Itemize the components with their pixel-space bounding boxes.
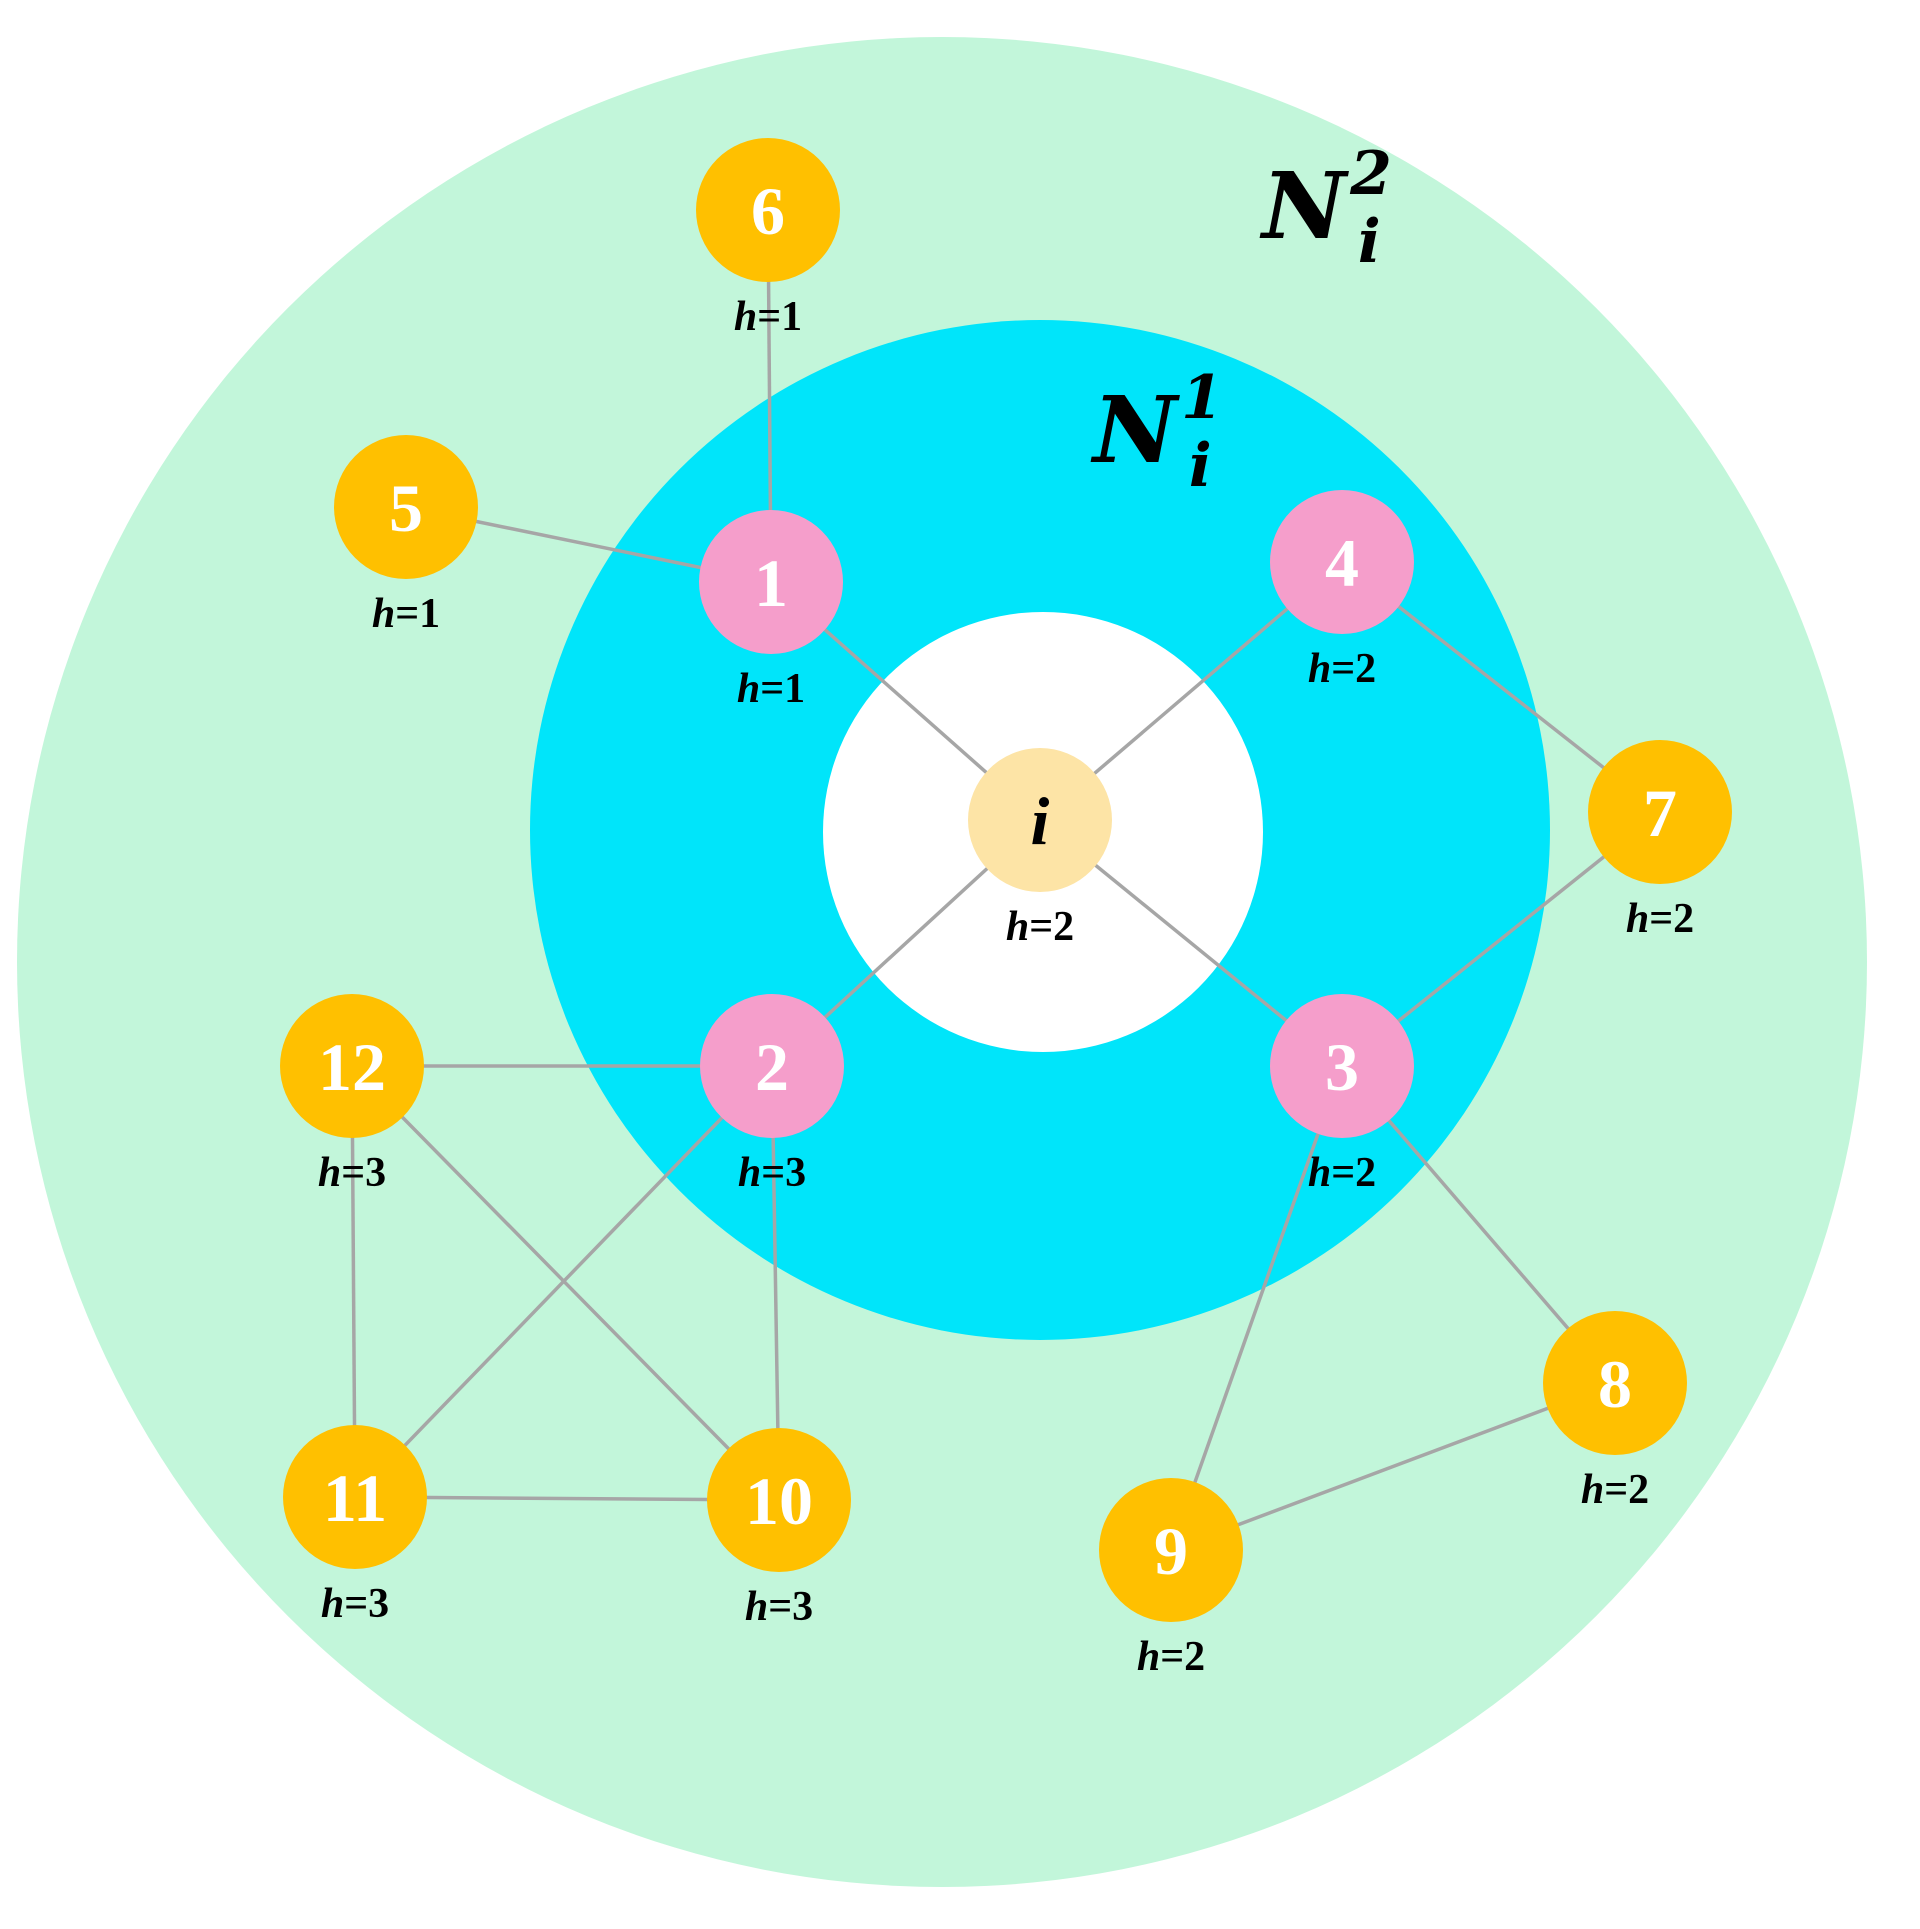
node-6-h-label: h=1 [734,294,802,340]
node-7-circle [1588,740,1732,884]
edge-2-10 [770,1065,781,1501]
node-1: 1 h=1 [699,510,843,712]
node-11: 11 h=3 [283,1425,427,1627]
node-4-h-label: h=2 [1308,646,1376,692]
node-5-circle [334,435,478,579]
inner-ring-label-sub: i [1189,431,1212,501]
node-6-label: 6 [751,173,785,249]
nodes: i h=2 1 h=1 2 h=3 3 h=2 4 h=2 5 h=1 6 h=1 7 h=2 8 h=2 9 h=2… [280,138,1732,1680]
node-6: 6 h=1 [696,138,840,340]
node-7-h-label: h=2 [1626,896,1694,942]
node-12-circle [280,994,424,1138]
node-9: 9 h=2 [1099,1478,1243,1680]
node-11-circle [283,1425,427,1569]
node-3-circle [1270,994,1414,1138]
node-8: 8 h=2 [1543,1311,1687,1513]
node-8-label: 8 [1598,1346,1632,1422]
edge-8-9 [1170,1381,1616,1552]
node-6-circle [696,138,840,282]
node-12-h-label: h=3 [318,1150,386,1196]
node-9-circle [1099,1478,1243,1622]
node-2-h-label: h=3 [738,1150,806,1196]
node-2-label: 2 [755,1029,789,1105]
node-8-h-label: h=2 [1581,1467,1649,1513]
node-4-label: 4 [1325,525,1359,601]
node-2-circle [700,994,844,1138]
node-7-label: 7 [1643,775,1677,851]
node-4: 4 h=2 [1270,490,1414,692]
node-10: 10 h=3 [707,1428,851,1630]
node-11-label: 11 [323,1460,387,1536]
node-5-label: 5 [389,470,423,546]
node-8-circle [1543,1311,1687,1455]
node-i-circle [968,748,1112,892]
node-7: 7 h=2 [1588,740,1732,942]
node-1-h-label: h=1 [737,666,805,712]
inner-ring-label-sup: 1 [1181,363,1223,433]
node-i-h-label: h=2 [1006,904,1074,950]
node-10-circle [707,1428,851,1572]
outer-ring-label-sub: i [1358,207,1381,277]
node-2: 2 h=3 [700,994,844,1196]
node-9-h-label: h=2 [1137,1634,1205,1680]
node-10-label: 10 [745,1463,813,1539]
node-5-h-label: h=1 [372,591,440,637]
node-9-label: 9 [1154,1513,1188,1589]
node-4-circle [1270,490,1414,634]
node-i: i h=2 [968,748,1112,950]
edge-3-9 [1169,1065,1344,1551]
node-3-h-label: h=2 [1308,1150,1376,1196]
node-10-h-label: h=3 [745,1584,813,1630]
node-3: 3 h=2 [1270,994,1414,1196]
node-3-label: 3 [1325,1029,1359,1105]
node-11-h-label: h=3 [321,1581,389,1627]
node-12-label: 12 [318,1029,386,1105]
edge-12-10 [350,1064,781,1502]
node-12: 12 h=3 [280,994,424,1196]
node-5: 5 h=1 [334,435,478,637]
node-i-label: i [1031,783,1050,859]
node-1-circle [699,510,843,654]
outer-ring-label-sup: 2 [1349,139,1392,209]
node-1-label: 1 [754,545,788,621]
